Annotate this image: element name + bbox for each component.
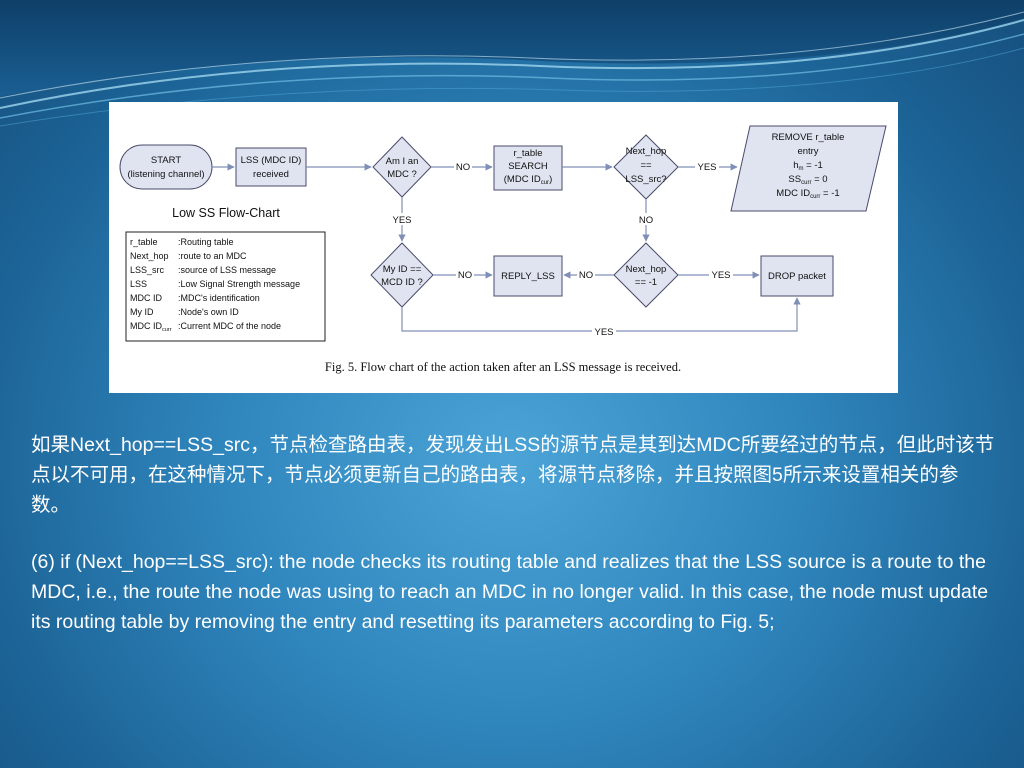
slide-body-text: 如果Next_hop==LSS_src，节点检查路由表，发现发出LSS的源节点是… [31,430,996,637]
decorative-waves [0,0,1024,127]
svg-text:LSS_src?: LSS_src? [625,174,666,185]
svg-text:My ID ==: My ID == [383,264,422,275]
my-id-eq-decision: My ID == MCD ID ? [370,242,434,308]
svg-text:r_table: r_table [513,148,542,159]
svg-text:REPLY_LSS: REPLY_LSS [501,271,555,282]
legend-desc: :Low Signal Strength message [178,279,300,289]
svg-text:received: received [253,169,289,180]
svg-text:== -1: == -1 [635,277,657,288]
next-hop-eq-src-decision: Next_hop == LSS_src? [613,134,679,200]
edge-label-no1: NO [456,162,470,173]
legend-desc: :Routing table [178,237,234,247]
legend-term: Next_hop [130,251,169,261]
legend-term: r_table [130,237,158,247]
next-hop-eq-neg1-decision: Next_hop == -1 [613,242,679,308]
svg-text:Next_hop: Next_hop [626,264,667,275]
legend-term: LSS_src [130,265,165,275]
svg-text:DROP packet: DROP packet [768,271,826,282]
legend-desc: :Current MDC of the node [178,321,281,331]
svg-text:Next_hop: Next_hop [626,146,667,157]
legend-desc: :route to an MDC [178,251,247,261]
paragraph-chinese: 如果Next_hop==LSS_src，节点检查路由表，发现发出LSS的源节点是… [31,434,995,516]
edge-label-yes-bottom: YES [594,327,613,338]
svg-text:SScurr = 0: SScurr = 0 [788,174,827,186]
legend-desc: :MDC's identification [178,293,260,303]
svg-text:MCD ID ?: MCD ID ? [381,277,423,288]
drop-packet-node: DROP packet [760,255,834,297]
start-node: START (listening channel) [119,144,213,190]
flowchart-title: Low SS Flow-Chart [172,206,280,220]
svg-text:hm = -1: hm = -1 [793,160,823,172]
lss-received-node: LSS (MDC ID) received [235,147,307,187]
flowchart-svg: START (listening channel) LSS (MDC ID) r… [119,125,887,374]
reply-lss-node: REPLY_LSS [493,255,563,297]
edge-label-yes2: YES [711,270,730,281]
edge-label-no-down: NO [639,215,653,226]
edge-label-no2: NO [458,270,472,281]
legend-term: MDC IDcurr [130,321,172,333]
svg-text:REMOVE r_table: REMOVE r_table [772,132,845,143]
edge-label-yes1: YES [697,162,716,173]
svg-text:MDC IDcurr = -1: MDC IDcurr = -1 [776,188,839,200]
svg-text:==: == [640,160,652,171]
svg-text:entry: entry [797,146,818,157]
svg-text:SEARCH: SEARCH [508,161,548,172]
edge-label-yes-down: YES [392,215,411,226]
figure-caption: Fig. 5. Flow chart of the action taken a… [325,360,681,374]
edge-labels: NO YES YES NO NO NO YES YES [390,160,733,338]
legend-term: LSS [130,279,147,289]
legend-term: MDC ID [130,293,162,303]
paragraph-english: (6) if (Next_hop==LSS_src): the node che… [31,551,989,633]
r-table-search-node: r_table SEARCH (MDC IDcur) [493,145,563,191]
legend-term: My ID [130,307,154,317]
legend-desc: :Node's own ID [178,307,239,317]
svg-text:(MDC IDcur): (MDC IDcur) [504,174,552,186]
legend-desc: :source of LSS message [178,265,276,275]
svg-text:MDC ?: MDC ? [387,169,417,180]
svg-text:Am I an: Am I an [386,156,419,167]
svg-text:LSS (MDC ID): LSS (MDC ID) [241,155,302,166]
svg-text:(listening channel): (listening channel) [127,169,204,180]
edge-label-no3: NO [579,270,593,281]
am-i-mdc-decision: Am I an MDC ? [372,136,432,198]
svg-text:START: START [151,155,181,166]
legend: r_table :Routing table Next_hop :route t… [125,231,326,342]
flowchart-figure: START (listening channel) LSS (MDC ID) r… [109,102,898,393]
remove-entry-node: REMOVE r_table entry hm = -1 SScurr = 0 … [730,125,887,212]
